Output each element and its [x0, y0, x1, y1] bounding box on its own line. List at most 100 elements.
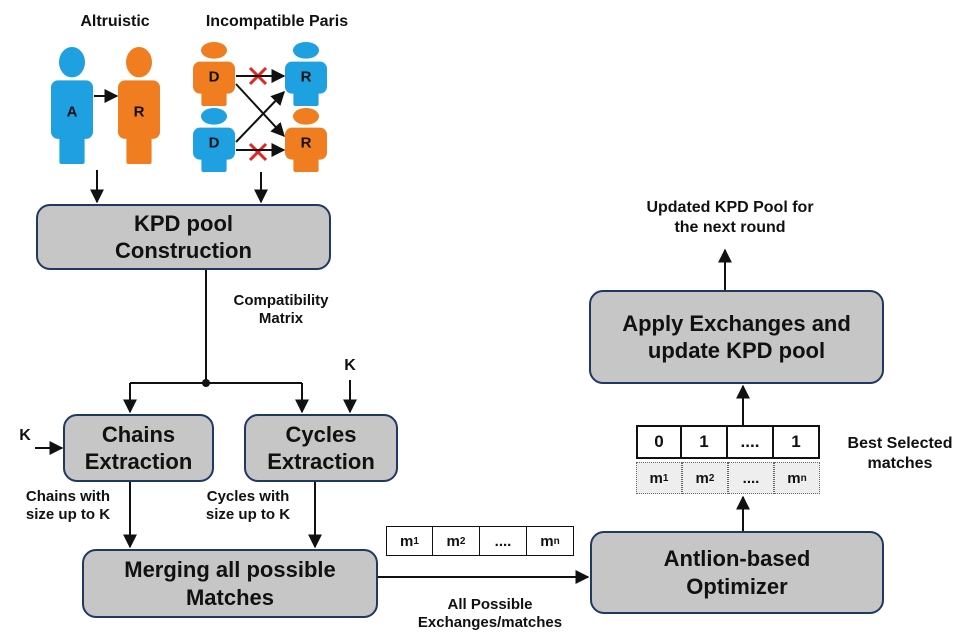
solution-value: 1: [682, 425, 728, 459]
apply-line-1: Apply Exchanges and: [622, 310, 851, 336]
chains-size-line-1: Chains with: [25, 488, 111, 505]
match-base: m: [787, 469, 801, 487]
solution-value: 1: [774, 425, 820, 459]
altruist-a-figure-torso: [51, 80, 93, 139]
donor-d2-figure-letter: D: [209, 134, 220, 151]
match-sub: 1: [413, 535, 419, 547]
match-sub: n: [800, 472, 807, 484]
altruist-a-figure-legs: [59, 136, 85, 164]
altruist-a-figure-head: [58, 47, 86, 78]
recipient-r2-figure: R: [285, 108, 327, 172]
merging-line-2: Matches: [185, 584, 275, 610]
recipient-r-figure-legs: [126, 136, 152, 164]
match-base: m: [540, 532, 554, 550]
donor-recipient-figures: A R D R D R: [51, 42, 327, 387]
all-possible-line-1: All Possible: [447, 596, 533, 613]
cycles-size-label: Cycles with size up to K: [186, 488, 310, 525]
d2-to-r1-arrow: [235, 90, 285, 143]
updated-pool-line-1: Updated KPD Pool for: [646, 199, 814, 216]
updated-kpd-pool-label: Updated KPD Pool for the next round: [610, 198, 850, 237]
match-sub: 2: [459, 535, 466, 547]
chains-extraction-box: Chains Extraction: [63, 414, 214, 482]
best-selected-line-1: Best Selected: [847, 435, 953, 452]
cycles-line-2: Extraction: [267, 449, 375, 474]
chains-line-1: Chains: [101, 421, 176, 447]
chains-size-label: Chains with size up to K: [6, 488, 130, 525]
all-possible-exchanges-label: All Possible Exchanges/matches: [400, 596, 580, 633]
recipient-r1-figure-torso: [285, 61, 327, 94]
recipient-r-figure-torso: [118, 80, 160, 139]
recipient-r1-figure: R: [285, 42, 327, 106]
donor-d1-figure: D: [193, 42, 235, 106]
recipient-r1-figure-letter: R: [301, 68, 312, 85]
solution-value: ....: [728, 425, 774, 459]
antlion-line-1: Antlion-based: [663, 546, 811, 571]
cycles-size-line-1: Cycles with: [206, 488, 290, 505]
kpd-pool-construction-box: KPD pool Construction: [36, 204, 331, 270]
recipient-r-figure-letter: R: [134, 104, 145, 121]
match-sub: 2: [708, 472, 715, 484]
best-selected-matches-label: Best Selected matches: [830, 434, 970, 473]
donor-d1-figure-letter: D: [209, 68, 220, 85]
chains-line-2: Extraction: [84, 449, 193, 474]
compatibility-matrix-label: Compatibility Matrix: [206, 292, 356, 329]
solution-vector: 0 1 .... 1: [636, 425, 820, 459]
kpd-pool-line-2: Construction: [115, 238, 252, 263]
incompatible-pairs-title: Incompatible Paris: [205, 13, 349, 30]
merging-line-1: Merging all possible: [124, 557, 336, 582]
match-base: m: [695, 469, 709, 487]
solution-match-cell: ....: [728, 462, 774, 494]
d1-to-r2-arrow: [235, 83, 285, 138]
donor-d2-figure: D: [193, 108, 235, 172]
compatibility-line-1: Compatibility: [233, 292, 329, 309]
match-base: m: [649, 469, 663, 487]
recipient-r2-figure-torso: [285, 127, 327, 160]
match-base: m: [400, 532, 414, 550]
donor-d1-figure-torso: [193, 61, 235, 94]
possible-match-cell: ....: [480, 526, 527, 556]
kpd-pool-line-1: KPD pool: [134, 210, 233, 236]
recipient-r2-figure-legs: [293, 157, 319, 172]
recipient-r1-figure-legs: [293, 91, 319, 106]
match-base: m: [446, 532, 460, 550]
match-sub: n: [553, 535, 560, 547]
updated-pool-line-2: the next round: [674, 218, 786, 236]
incompatible-cross-icon: [248, 142, 268, 162]
chains-size-line-2: size up to K: [25, 506, 111, 524]
apply-line-2: update KPD pool: [647, 338, 826, 363]
altruist-a-figure: A: [51, 47, 93, 164]
donor-d2-figure-legs: [201, 157, 227, 172]
k-cycles-label: K: [344, 357, 356, 374]
apply-exchanges-box: Apply Exchanges and update KPD pool: [589, 290, 884, 384]
match-base: ....: [494, 532, 512, 550]
solution-value: 0: [636, 425, 682, 459]
cycles-line-1: Cycles: [285, 421, 357, 447]
recipient-r-figure: R: [118, 47, 160, 164]
donor-d1-figure-legs: [201, 91, 227, 106]
recipient-r1-figure-head: [292, 42, 320, 59]
compatibility-line-2: Matrix: [258, 310, 304, 328]
recipient-r2-figure-head: [292, 108, 320, 125]
recipient-r2-figure-letter: R: [301, 134, 312, 151]
cycles-size-line-2: size up to K: [205, 506, 291, 524]
k-chains-label: K: [19, 427, 31, 444]
altruistic-title: Altruistic: [80, 13, 150, 30]
antlion-optimizer-box: Antlion-based Optimizer: [590, 531, 884, 614]
altruist-a-figure-letter: A: [67, 104, 78, 121]
best-selected-line-2: matches: [867, 454, 933, 472]
cycles-extraction-box: Cycles Extraction: [244, 414, 398, 482]
flow-arrows: [35, 69, 750, 584]
all-possible-line-2: Exchanges/matches: [417, 614, 563, 632]
donor-d1-figure-head: [200, 42, 228, 59]
match-base: ....: [742, 469, 760, 487]
recipient-r-figure-head: [125, 47, 153, 78]
match-sub: 1: [662, 472, 669, 484]
